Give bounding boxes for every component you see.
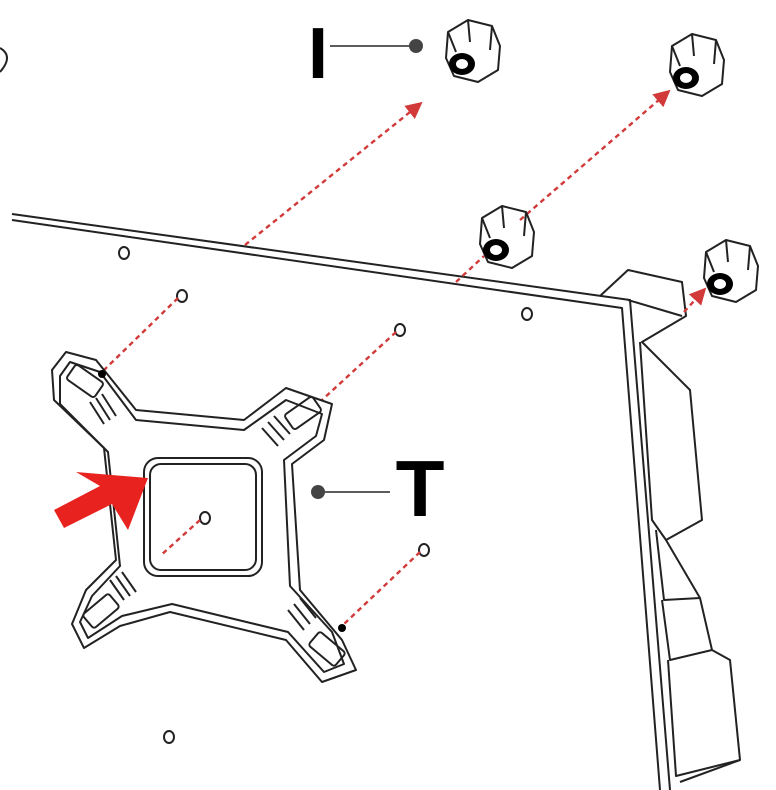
bracket-tab [66, 364, 117, 425]
hex-standoff-icon [445, 19, 501, 83]
motherboard [11, 213, 741, 790]
backplate-center-window [143, 457, 263, 577]
hex-standoff-icon [703, 239, 759, 303]
board-hole [418, 543, 430, 557]
callout-label-backplate: T [396, 444, 445, 533]
arrow-right-icon [54, 472, 148, 530]
bracket-tab [261, 396, 322, 447]
board-hole [163, 730, 175, 744]
bracket-tab [287, 597, 346, 667]
edge-fragment [0, 47, 8, 73]
callout-standoff: I [308, 14, 423, 94]
bracket-stud [98, 370, 106, 378]
callout-label-standoff: I [308, 14, 328, 94]
hex-standoff-icon [479, 205, 535, 269]
bracket-stud [338, 624, 346, 632]
board-hole [521, 307, 533, 321]
board-hole [199, 511, 211, 525]
guide-lines [101, 89, 707, 625]
backplate-bracket [51, 351, 357, 683]
board-hole [176, 289, 188, 303]
board-hole [118, 246, 130, 260]
hex-standoff-icon [669, 33, 725, 97]
board-hole [394, 323, 406, 337]
callout-backplate: T [311, 444, 445, 533]
bracket-tab [82, 571, 137, 629]
